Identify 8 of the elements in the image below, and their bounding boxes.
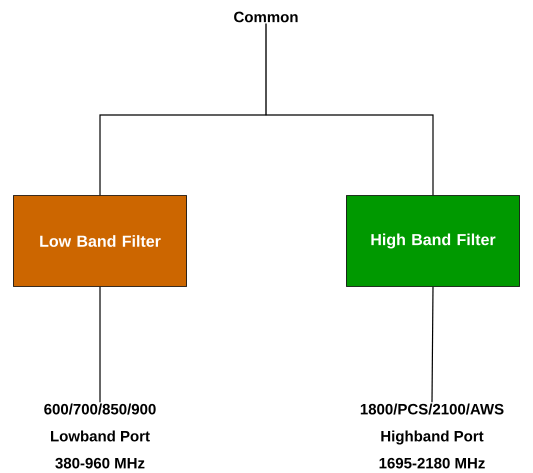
connector-line	[99, 286, 101, 402]
port-label: 1800/PCS/2100/AWS Highband Port 1695-2180 MHz	[360, 403, 504, 468]
connector-line	[431, 286, 434, 402]
connector-line	[265, 24, 434, 196]
filter-box: High Band Filter	[346, 195, 520, 287]
port-label: Common	[234, 12, 298, 22]
filter-box: Low Band Filter	[13, 195, 187, 287]
port-label: 600/700/850/900 Lowband Port 380-960 MHz	[44, 403, 156, 468]
